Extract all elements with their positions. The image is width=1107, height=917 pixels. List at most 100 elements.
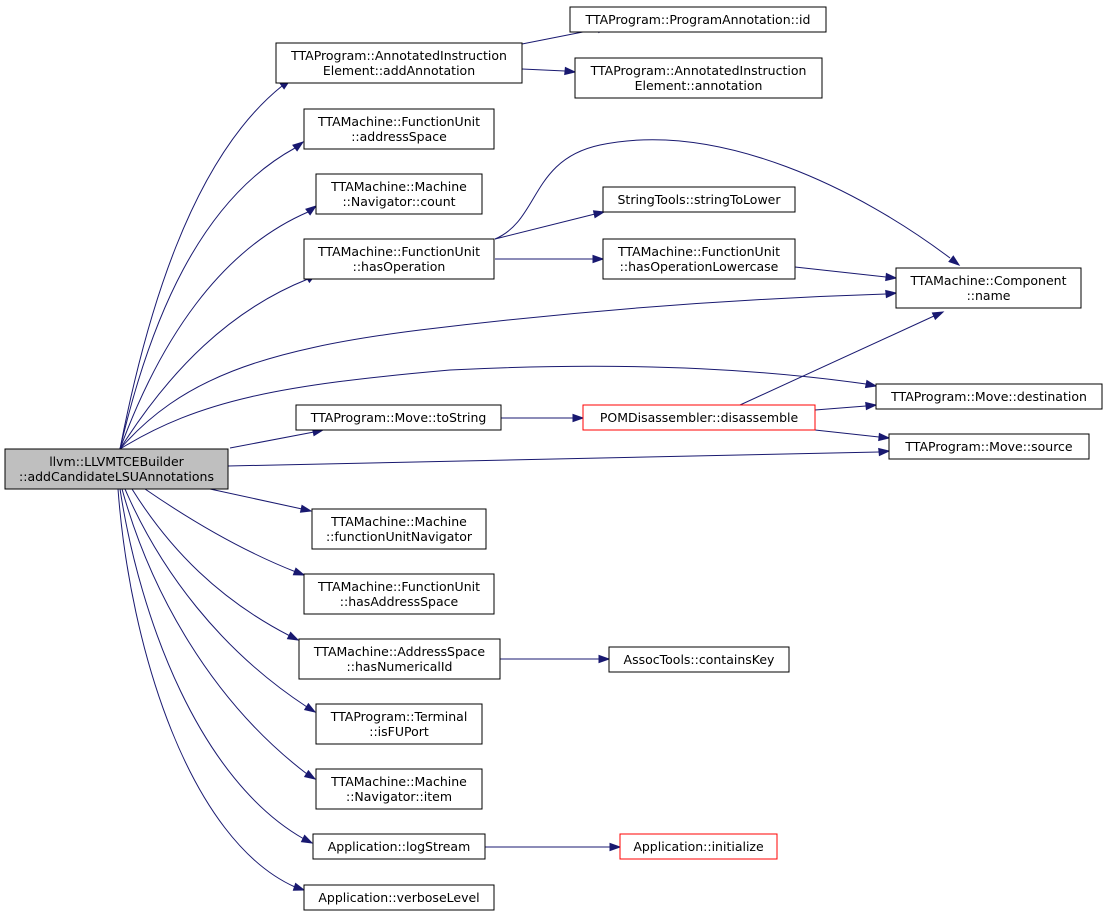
- node-box: [315, 768, 483, 810]
- node-annotation[interactable]: TTAProgram::AnnotatedInstructionElement:…: [574, 57, 823, 99]
- node-label-line: ::Navigator::count: [342, 194, 455, 209]
- node-box: [303, 238, 495, 280]
- edge-addAnnotation-to-annotation: [521, 66, 577, 76]
- edge-root-to-componentName: [119, 289, 898, 450]
- node-root[interactable]: llvm::LLVMTCEBuilder::addCandidateLSUAnn…: [4, 448, 229, 490]
- node-label-line: ::name: [967, 288, 1011, 303]
- node-label-line: TTAMachine::FunctionUnit: [617, 244, 780, 259]
- node-hasOperation[interactable]: TTAMachine::FunctionUnit::hasOperation: [303, 238, 495, 280]
- edge-arrowhead: [931, 311, 945, 321]
- node-label-line: Application::logStream: [328, 839, 471, 854]
- node-box: [303, 108, 495, 150]
- node-label-line: ::functionUnitNavigator: [326, 529, 473, 544]
- node-label-line: llvm::LLVMTCEBuilder: [49, 454, 184, 469]
- node-label-line: TTAMachine::Machine: [330, 774, 467, 789]
- node-initialize[interactable]: Application::initialize: [619, 833, 778, 860]
- edge-line: [739, 315, 935, 406]
- edge-arrowhead: [598, 654, 611, 664]
- node-box: [4, 448, 229, 490]
- edge-root-to-source: [227, 447, 891, 467]
- node-disassemble[interactable]: POMDisassembler::disassemble: [582, 404, 816, 431]
- edge-line: [794, 266, 887, 278]
- node-box: [298, 638, 501, 680]
- edge-hasOperation-to-componentName: [494, 139, 961, 266]
- node-annotationId[interactable]: TTAProgram::ProgramAnnotation::id: [569, 6, 827, 33]
- edge-arrowhead: [286, 631, 300, 641]
- node-hasAddressSpace[interactable]: TTAMachine::FunctionUnit::hasAddressSpac…: [303, 573, 495, 615]
- node-navigatorItem[interactable]: TTAMachine::Machine::Navigator::item: [315, 768, 483, 810]
- node-containsKey[interactable]: AssocTools::containsKey: [608, 646, 790, 673]
- node-box: [602, 238, 796, 280]
- node-destination[interactable]: TTAProgram::Move::destination: [875, 383, 1103, 410]
- node-box: [295, 404, 502, 431]
- edge-disassemble-to-componentName: [739, 311, 945, 406]
- edge-disassemble-to-source: [814, 429, 891, 442]
- node-box: [895, 267, 1082, 309]
- node-label-line: POMDisassembler::disassemble: [600, 410, 799, 425]
- edge-line: [121, 488, 308, 775]
- edge-arrowhead: [303, 769, 317, 780]
- edge-arrowhead: [592, 254, 605, 264]
- edge-line: [814, 405, 867, 411]
- node-box: [619, 833, 778, 860]
- node-source[interactable]: TTAProgram::Move::source: [888, 433, 1090, 460]
- node-label-line: TTAProgram::Terminal: [330, 709, 468, 724]
- edge-root-to-logStream: [119, 488, 314, 844]
- edge-line: [117, 488, 296, 888]
- edge-arrowhead: [885, 289, 898, 299]
- node-hasOperationLowercase[interactable]: TTAMachine::FunctionUnit::hasOperationLo…: [602, 238, 796, 280]
- edge-arrowhead: [864, 379, 878, 389]
- edge-hasOperation-to-stringToLower: [494, 210, 606, 240]
- node-addressSpace[interactable]: TTAMachine::FunctionUnit::addressSpace: [303, 108, 495, 150]
- node-label-line: TTAProgram::Move::source: [904, 439, 1073, 454]
- node-functionUnitNavigator[interactable]: TTAMachine::Machine::functionUnitNavigat…: [311, 508, 487, 550]
- edge-root-to-count: [119, 205, 318, 450]
- edge-arrowhead: [299, 504, 313, 513]
- edge-arrowhead: [878, 432, 891, 442]
- node-label-line: TTAMachine::FunctionUnit: [317, 114, 480, 129]
- edge-root-to-toString: [229, 428, 325, 449]
- node-toString[interactable]: TTAProgram::Move::toString: [295, 404, 502, 431]
- node-box: [315, 703, 483, 745]
- node-label-line: ::addCandidateLSUAnnotations: [19, 469, 214, 484]
- edge-line: [209, 488, 303, 510]
- node-label-line: TTAProgram::AnnotatedInstruction: [590, 63, 807, 78]
- edge-root-to-functionUnitNavigator: [209, 488, 313, 513]
- node-box: [315, 173, 483, 215]
- edge-line: [119, 293, 887, 450]
- node-box: [602, 186, 796, 213]
- edge-line: [229, 431, 315, 449]
- edge-root-to-verboseLevel: [117, 488, 306, 891]
- edge-logStream-to-initialize: [485, 842, 622, 852]
- edge-line: [494, 139, 951, 259]
- node-logStream[interactable]: Application::logStream: [312, 833, 486, 860]
- edge-line: [814, 429, 880, 438]
- node-label-line: AssocTools::containsKey: [624, 652, 775, 667]
- node-stringToLower[interactable]: StringTools::stringToLower: [602, 186, 796, 213]
- node-box: [888, 433, 1090, 460]
- node-label-line: TTAMachine::AddressSpace: [313, 644, 486, 659]
- edge-arrowhead: [305, 205, 318, 216]
- edge-line: [124, 488, 308, 708]
- edge-line: [119, 278, 309, 450]
- edge-line: [119, 365, 867, 450]
- node-box: [275, 42, 523, 84]
- edge-disassemble-to-destination: [814, 401, 878, 411]
- edge-arrowhead: [303, 702, 317, 713]
- node-label-line: ::hasAddressSpace: [340, 594, 459, 609]
- node-verboseLevel[interactable]: Application::verboseLevel: [303, 884, 495, 911]
- edge-line: [144, 488, 297, 573]
- edge-arrowhead: [885, 272, 898, 282]
- node-componentName[interactable]: TTAMachine::Component::name: [895, 267, 1082, 309]
- edge-line: [119, 488, 305, 840]
- edge-arrowhead: [878, 447, 891, 457]
- node-label-line: TTAProgram::Move::toString: [310, 410, 487, 425]
- node-count[interactable]: TTAMachine::Machine::Navigator::count: [315, 173, 483, 215]
- node-label-line: Application::verboseLevel: [318, 890, 479, 905]
- node-isFUPort[interactable]: TTAProgram::Terminal::isFUPort: [315, 703, 483, 745]
- edge-arrowhead: [572, 413, 585, 423]
- node-label-line: TTAMachine::Machine: [330, 179, 467, 194]
- node-hasNumericalId[interactable]: TTAMachine::AddressSpace::hasNumericalId: [298, 638, 501, 680]
- node-label-line: TTAMachine::Machine: [330, 514, 467, 529]
- node-addAnnotation[interactable]: TTAProgram::AnnotatedInstructionElement:…: [275, 42, 523, 84]
